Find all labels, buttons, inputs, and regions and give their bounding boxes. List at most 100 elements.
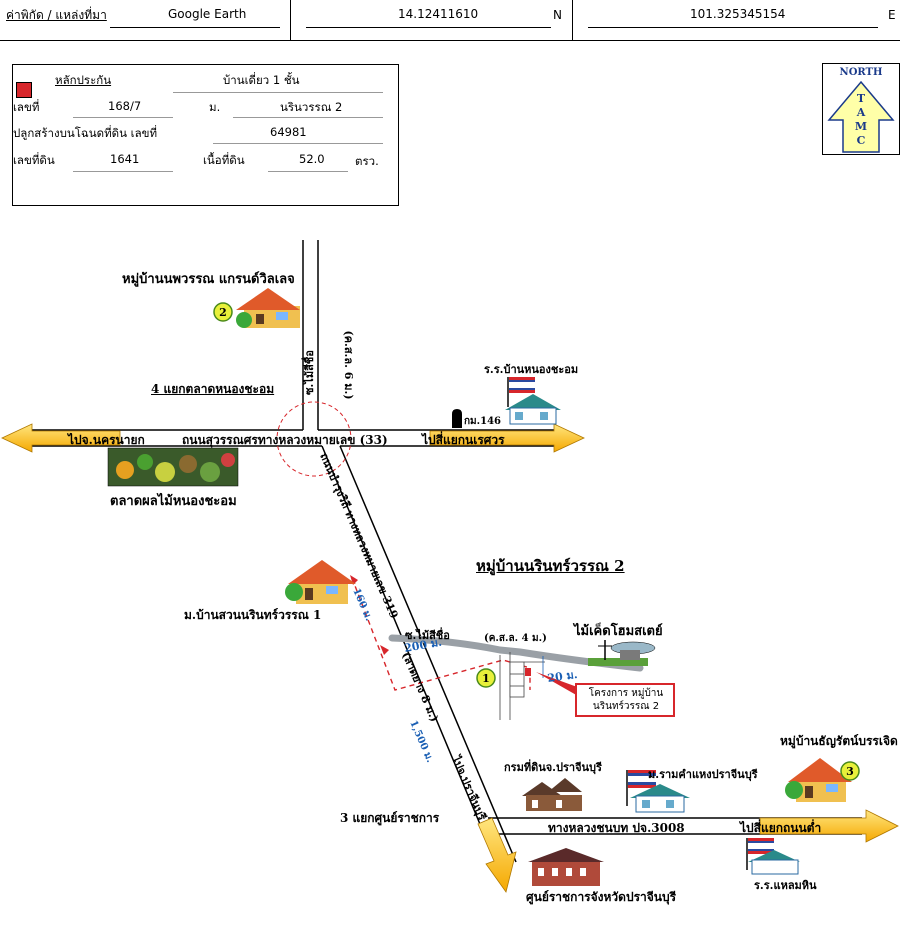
label-to-thanon-tam: ไปสี่แยกถนนต่ำ: [740, 821, 822, 835]
label-km-146: กม.146: [464, 416, 502, 427]
deed-label: ปลูกสร้างบนโฉนดที่ดิน เลขที่: [13, 126, 158, 140]
label-thanyarat-village: หมู่บ้านธัญรัตน์บรรเจิด: [780, 734, 898, 748]
house-thanyarat-icon: [785, 758, 852, 802]
house-noppawan-icon: [236, 288, 300, 328]
label-university: ม.รามคำแหงปราจีนบุรี: [648, 768, 758, 781]
header-divider-2: [572, 0, 573, 40]
village-underline: [233, 117, 383, 118]
school-nong-cha-om-icon: [505, 377, 561, 425]
latitude-underline: [306, 27, 551, 28]
north-arrow-icon: NORTH T A M C: [827, 67, 895, 153]
label-distance-160m: 160 ม.: [350, 587, 374, 623]
area-value: 52.0: [299, 152, 325, 166]
property-type-underline: [173, 92, 383, 93]
label-highway-33: ถนนสุวรรณศรทางหลวงหมายเลข (33): [182, 433, 388, 447]
number-value: 168/7: [108, 99, 142, 113]
area-unit: ตรว.: [355, 154, 379, 168]
marker-3: [840, 761, 860, 781]
north-letter-a: A: [856, 106, 866, 119]
deed-underline: [213, 143, 383, 144]
km-marker-icon: [452, 409, 462, 428]
junction-circle: [276, 401, 352, 477]
project-label-box: [575, 683, 675, 717]
latitude-unit: N: [553, 8, 562, 22]
collateral-info-box: หลักประกัน บ้านเดี่ยว 1 ชั้น เลขที่ 168/…: [12, 64, 399, 206]
north-top-label: NORTH: [840, 67, 883, 78]
road-highway-319: [321, 445, 517, 873]
label-homestay: ไม้เค็ดโฮมสเตย์: [574, 624, 663, 639]
map-title: หมู่บ้านนรินทร์วรรณ 2: [476, 557, 625, 575]
label-distance-200m: 200 ม.: [403, 636, 443, 655]
village-value: นรินวรรณ 2: [280, 100, 343, 114]
label-road-width-4m: (ค.ส.ล. 4 ม.): [484, 633, 547, 644]
number-label: เลขที่: [13, 100, 40, 114]
source-value: Google Earth: [168, 7, 247, 21]
marker-1: [476, 668, 496, 688]
project-location-marker: [525, 668, 531, 676]
road-highway-33: [30, 429, 560, 447]
government-center-icon: [528, 848, 604, 886]
label-land-office: กรมที่ดินจ.ปราจีนบุรี: [504, 761, 602, 774]
latitude-value: 14.12411610: [398, 7, 479, 21]
north-letter-m: M: [855, 120, 867, 133]
longitude-unit: E: [888, 8, 896, 22]
house-suan-narin-icon: [285, 560, 356, 604]
label-rural-road-3008: ทางหลวงชนบท ปจ.3008: [548, 821, 685, 835]
road-soi-mai-si-chue-north: [302, 240, 319, 430]
marker-2-label: 2: [219, 306, 227, 319]
label-government-center: ศูนย์ราชการจังหวัดปราจีนบุรี: [526, 890, 677, 904]
header-divider-1: [290, 0, 291, 40]
label-junction-nong-cha-om: 4 แยกตลาดหนองชะอม: [151, 382, 275, 396]
label-junction-government: 3 แยกศูนย์ราชการ: [340, 811, 440, 825]
label-soi-mai-si-chue-vertical: ซ.ไม้สีชื่อ: [301, 350, 316, 395]
label-project: โครงการ หมู่บ้าน นรินทร์วรรณ 2: [588, 688, 664, 712]
deed-value: 64981: [270, 125, 307, 139]
source-label: ค่าพิกัด / แหล่งที่มา: [6, 8, 107, 22]
north-indicator: NORTH T A M C: [822, 63, 900, 155]
label-fruit-market: ตลาดผลไม้หนองชะอม: [110, 494, 237, 509]
property-type: บ้านเดี่ยว 1 ชั้น: [223, 73, 300, 87]
arrow-to-nakhon-nayok-icon: [1, 423, 121, 453]
arrow-to-naresuan-icon: [429, 423, 585, 453]
village-label: ม.: [209, 100, 221, 114]
university-icon: [626, 770, 690, 813]
collateral-label: หลักประกัน: [55, 73, 112, 87]
marker-1-label: 1: [482, 672, 490, 685]
route-arrow-1-icon: [350, 575, 358, 585]
arrow-to-prachinburi-icon: [477, 817, 517, 893]
label-distance-20m: 20 ม.: [547, 668, 579, 685]
route-arrow-2-icon: [380, 645, 389, 655]
label-school-laem-hin: ร.ร.แหลมหิน: [754, 879, 817, 892]
collateral-marker: [16, 82, 32, 98]
land-number-value: 1641: [110, 152, 140, 166]
source-underline: [110, 27, 280, 28]
longitude-underline: [588, 27, 878, 28]
school-laem-hin-icon: [746, 838, 800, 875]
marker-2: [213, 302, 233, 322]
label-distance-1500m: 1,500 ม.: [407, 719, 435, 765]
area-label: เนื้อที่ดิน: [203, 153, 245, 167]
number-underline: [73, 117, 173, 118]
longitude-value: 101.325345154: [690, 7, 786, 21]
label-suan-narin-village: ม.บ้านสวนนรินทร์วรรณ 1: [184, 608, 322, 622]
marker-3-label: 3: [846, 765, 854, 778]
label-road-width-6m: (ค.ส.ล. 6 ม.): [342, 330, 355, 399]
header-row: ค่าพิกัด / แหล่งที่มา Google Earth 14.12…: [0, 0, 900, 41]
label-to-naresuan: ไปสี่แยกนเรศวร: [422, 433, 505, 447]
label-to-nakhon-nayok: ไปจ.นครนายก: [68, 433, 145, 447]
land-number-label: เลขที่ดิน: [13, 153, 55, 167]
area-underline: [268, 171, 348, 172]
north-letter-c: C: [857, 134, 866, 147]
project-plot-lines: [499, 652, 545, 720]
north-letter-t: T: [857, 92, 866, 105]
land-office-icon: [522, 778, 582, 811]
label-to-prachinburi: ไปจ.ปราจีนบุรี: [448, 752, 490, 823]
header-bottom-line: [0, 40, 900, 41]
label-school-nong-cha-om: ร.ร.บ้านหนองชะอม: [484, 363, 579, 376]
market-picture-icon: [107, 447, 239, 487]
label-noppawan-village: หมู่บ้านนพวรรณ แกรนด์วิลเลจ: [122, 272, 295, 287]
label-soi-mai-si-chue-east: ซ.ไม้สีชื่อ: [405, 629, 450, 642]
land-number-underline: [73, 171, 173, 172]
project-pointer-icon: [536, 672, 580, 696]
